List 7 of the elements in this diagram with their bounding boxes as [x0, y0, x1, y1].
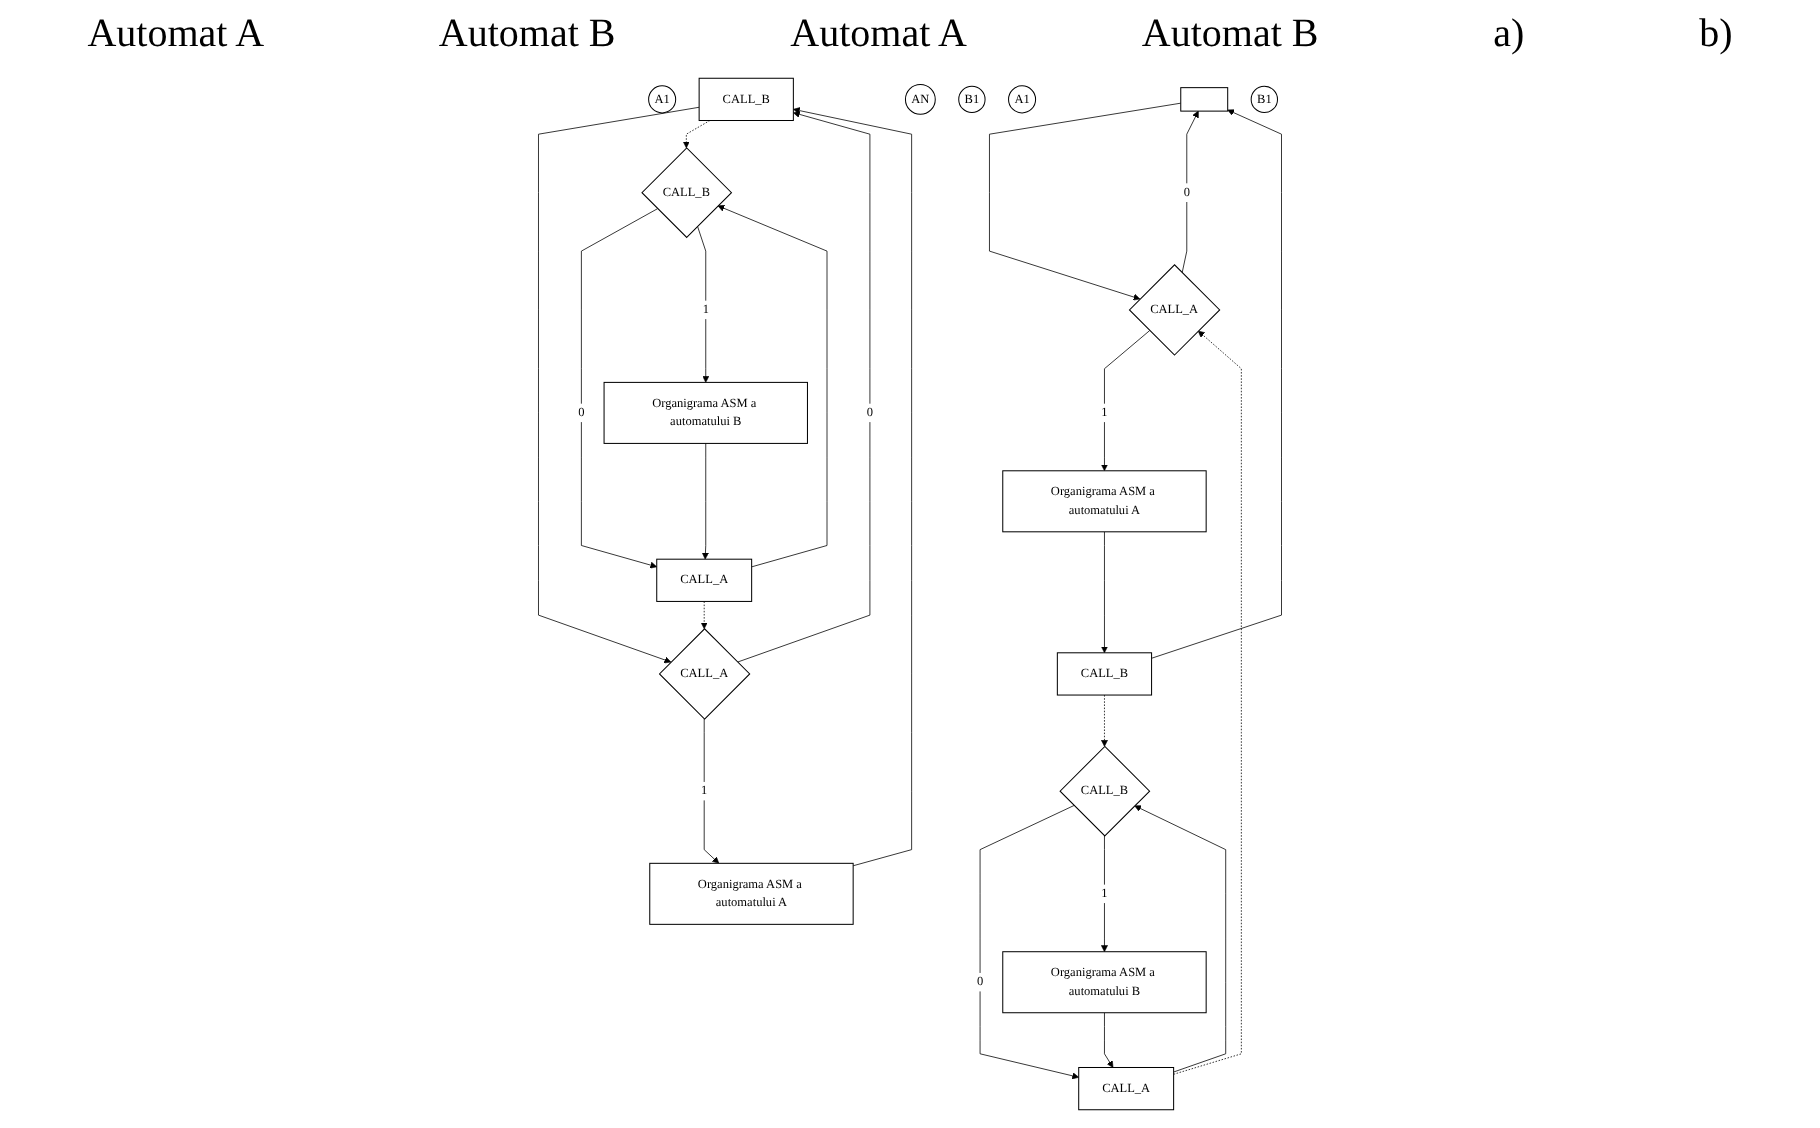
- panel-heading: b): [1699, 11, 1733, 57]
- panel-heading: Automat B: [1141, 11, 1319, 57]
- panel-heading: Automat B: [438, 11, 616, 57]
- panel-heading: Automat A: [87, 11, 265, 57]
- panel-heading: Automat A: [790, 11, 967, 57]
- panel-heading: a): [1493, 11, 1525, 57]
- node-box: [1180, 87, 1229, 112]
